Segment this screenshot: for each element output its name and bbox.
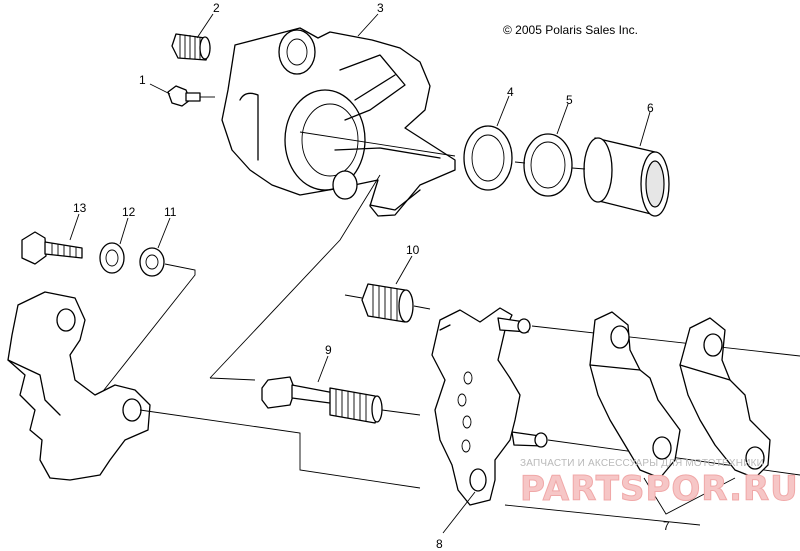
callout-11: 11: [164, 205, 177, 219]
callout-9: 9: [325, 343, 332, 357]
watermark: ЗАПЧАСТИ И АКСЕССУАРЫ ДЛЯ МОТОТЕХНИКИ PA…: [520, 458, 799, 510]
callout-12: 12: [122, 205, 136, 219]
mounting-bolt: [21, 231, 83, 265]
copyright-text: © 2005 Polaris Sales Inc.: [503, 23, 638, 37]
caliper-mounting-bracket: [7, 291, 151, 481]
callout-7: 7: [663, 519, 670, 533]
watermark-caption: ЗАПЧАСТИ И АКСЕССУАРЫ ДЛЯ МОТОТЕХНИКИ: [520, 458, 764, 469]
callout-6: 6: [647, 101, 654, 115]
callout-10: 10: [406, 243, 420, 257]
watermark-logo: PARTSPOR.RU: [520, 469, 799, 509]
callout-3: 3: [377, 1, 384, 15]
callout-4: 4: [507, 85, 514, 99]
lock-washer: [99, 242, 125, 274]
callout-2: 2: [213, 1, 220, 15]
brake-pad-inner: [679, 317, 771, 479]
callout-13: 13: [73, 201, 87, 215]
guide-pin: [261, 376, 383, 424]
seal-ring-5: [523, 133, 573, 197]
bleeder-screw: [167, 85, 215, 107]
seal-ring-4: [463, 125, 513, 191]
threaded-insert: [361, 283, 414, 323]
threaded-plug: [171, 33, 211, 61]
flat-washer: [139, 247, 165, 277]
leader-lines: [69, 13, 736, 534]
callout-1: 1: [139, 73, 146, 87]
callout-labels: 1 2 3 4 5 6 7 8 9 10 11 12 13: [73, 1, 670, 551]
caliper-body: [221, 27, 456, 217]
pad-retainer-plate: [431, 307, 548, 506]
callout-8: 8: [436, 537, 443, 551]
callout-5: 5: [566, 93, 573, 107]
caliper-piston: [583, 137, 670, 217]
brake-pad-outer: [589, 311, 681, 479]
